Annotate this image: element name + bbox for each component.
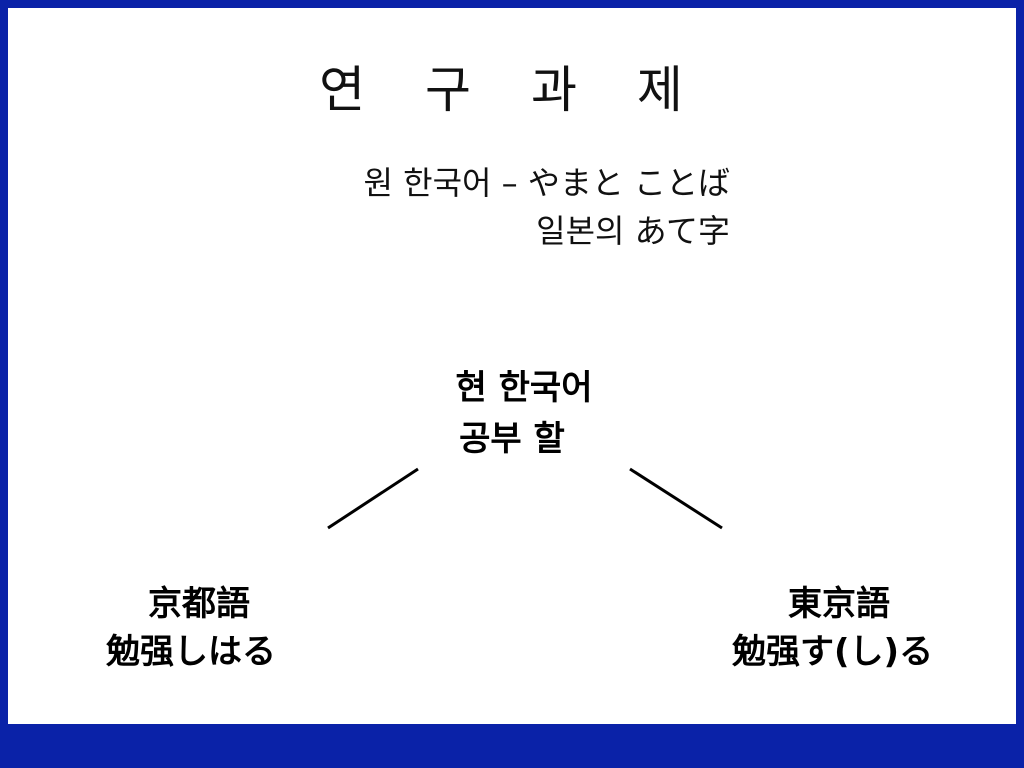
slide-title: 연 구 과 제 xyxy=(319,61,705,119)
slide-content: 연 구 과 제 원 한국어 – やまと ことば 일본의 あて字 현 한국어 공부… xyxy=(8,8,1016,724)
branch-lines xyxy=(327,467,723,530)
right-label-line-2: 勉强す(し)る xyxy=(732,632,934,672)
center-label-line-2: 공부 할 xyxy=(459,419,565,459)
left-branch-line xyxy=(327,467,419,530)
subtitle-line-2: 일본의 あて字 xyxy=(536,212,730,250)
right-branch-line xyxy=(629,467,723,530)
center-label-line-1: 현 한국어 xyxy=(455,368,593,408)
bottom-bar xyxy=(0,724,1024,768)
left-label-line-2: 勉强しはる xyxy=(106,632,276,672)
right-label-line-1: 東京語 xyxy=(788,584,890,624)
left-label-line-1: 京都語 xyxy=(148,584,250,624)
subtitle-line-1: 원 한국어 – やまと ことば xyxy=(363,164,730,202)
